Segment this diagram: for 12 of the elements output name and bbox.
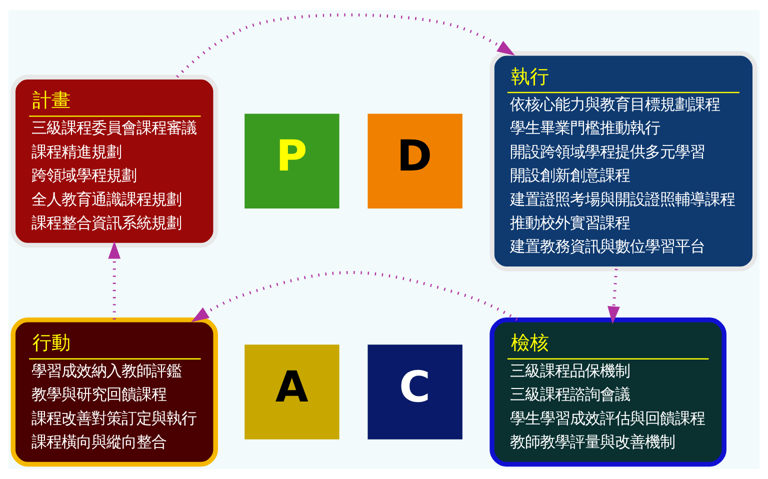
node-box: 檢核 三級課程品保機制 三級課程諮詢會議 學生學習成效評估與回饋課程 教師教學評量與改善機制 (490, 317, 726, 467)
node-box: P (244, 114, 340, 209)
node-box: 行動 學習成效納入教師評鑑 教學與研究回饋課程 課程改善對策訂定與執行 課程橫向與縱向整合 (10, 317, 218, 467)
arrow (608, 268, 620, 324)
node-box: 計畫 三級課程委員會課程審議 課程精進規劃 跨領域學程規劃 全人教育通識課程規劃 課程整合資訊系統規劃 (10, 74, 218, 248)
node-box: 執行 依核心能力與教育目標規劃課程 學生畢業門檻推動執行 開設跨領域學程提供多元學習 開設創新創意課程 建置證照考場與開設證照輔導課程 推動校外實習課程 建置教務資訊與數位學習平台 (490, 51, 758, 272)
arrow (191, 271, 518, 322)
arrow (108, 241, 121, 320)
arrow (176, 13, 515, 78)
node-box: D (368, 114, 462, 209)
node-box: C (368, 344, 462, 440)
node-box: A (244, 344, 340, 440)
